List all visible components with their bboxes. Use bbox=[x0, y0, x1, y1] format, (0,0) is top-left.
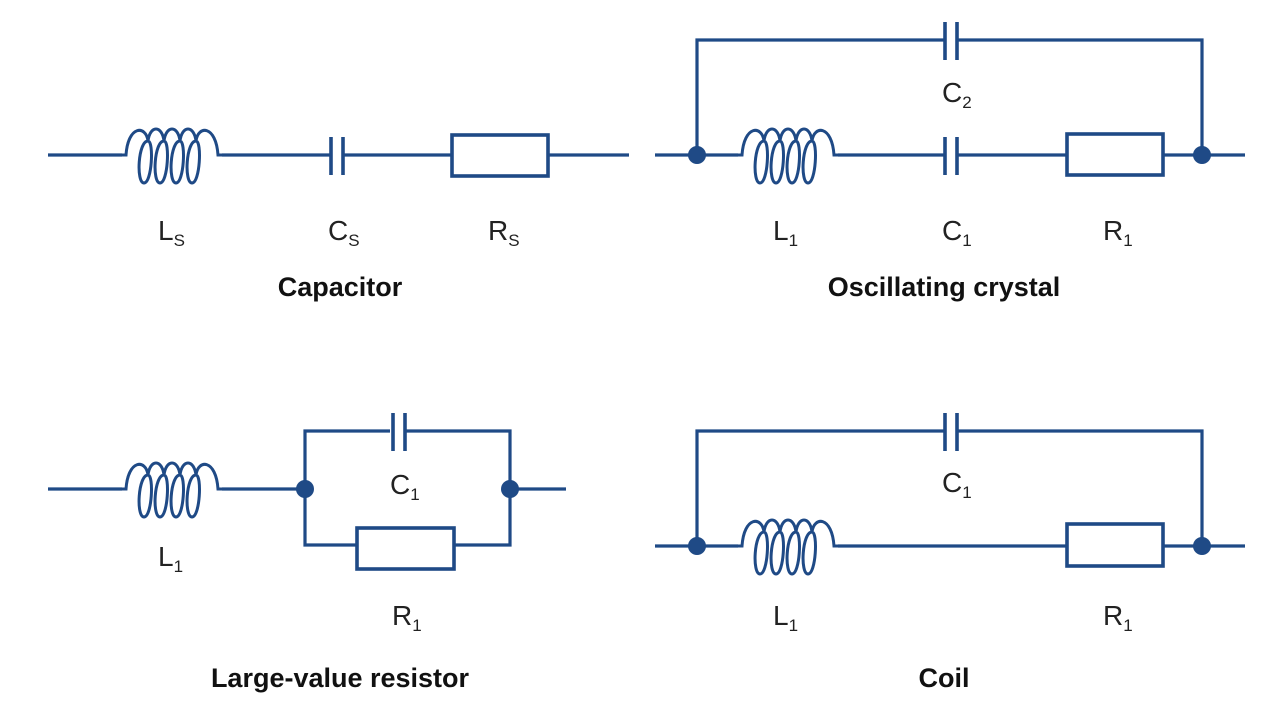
label-c2: C2 bbox=[942, 77, 972, 112]
wire bbox=[303, 489, 357, 547]
resistor-r1-symbol bbox=[1065, 132, 1165, 177]
circuit-title-capacitor: Capacitor bbox=[278, 272, 403, 302]
wire bbox=[303, 429, 390, 489]
wire bbox=[958, 38, 1204, 155]
circuit-capacitor: LS CS RS Capacitor bbox=[48, 127, 629, 302]
circuit-coil: C1 L1 R1 Coil bbox=[655, 413, 1245, 693]
label-c1: C1 bbox=[942, 467, 972, 502]
wire bbox=[958, 429, 1204, 546]
label-l1: L1 bbox=[773, 600, 798, 635]
resistor-rs-symbol bbox=[450, 133, 550, 178]
label-r1: R1 bbox=[392, 600, 422, 635]
wire bbox=[406, 429, 512, 489]
capacitor-c1-symbol bbox=[943, 137, 959, 175]
wire bbox=[695, 38, 944, 155]
label-rs: RS bbox=[488, 215, 520, 250]
junction-node bbox=[688, 146, 706, 164]
label-c1: C1 bbox=[390, 469, 420, 504]
junction-node bbox=[1193, 146, 1211, 164]
label-ls: LS bbox=[158, 215, 185, 250]
circuit-title-oscillating-crystal: Oscillating crystal bbox=[828, 272, 1061, 302]
wire bbox=[454, 489, 512, 547]
wire bbox=[695, 429, 944, 546]
capacitor-c1-symbol bbox=[943, 413, 959, 451]
circuit-title-coil: Coil bbox=[919, 663, 970, 693]
junction-node bbox=[688, 537, 706, 555]
inductor-l1-symbol bbox=[736, 518, 840, 576]
junction-node bbox=[1193, 537, 1211, 555]
circuit-large-value-resistor: L1 C1 R1 Large-value resistor bbox=[48, 413, 566, 693]
junction-node bbox=[501, 480, 519, 498]
label-l1: L1 bbox=[158, 541, 183, 576]
circuit-title-large-value-resistor: Large-value resistor bbox=[211, 663, 470, 693]
capacitor-c2-symbol bbox=[943, 22, 959, 60]
label-r1: R1 bbox=[1103, 600, 1133, 635]
label-r1: R1 bbox=[1103, 215, 1133, 250]
junction-node bbox=[296, 480, 314, 498]
capacitor-c1-symbol bbox=[391, 413, 407, 451]
inductor-l1-symbol bbox=[120, 461, 224, 519]
label-l1: L1 bbox=[773, 215, 798, 250]
circuit-oscillating-crystal: C2 L1 C1 R1 Oscillating crystal bbox=[655, 22, 1245, 302]
inductor-ls-symbol bbox=[120, 127, 224, 185]
resistor-r1-symbol bbox=[355, 526, 456, 571]
capacitor-cs-symbol bbox=[329, 137, 345, 175]
label-cs: CS bbox=[328, 215, 360, 250]
resistor-r1-symbol bbox=[1065, 522, 1165, 568]
label-c1: C1 bbox=[942, 215, 972, 250]
inductor-l1-symbol bbox=[736, 127, 840, 185]
